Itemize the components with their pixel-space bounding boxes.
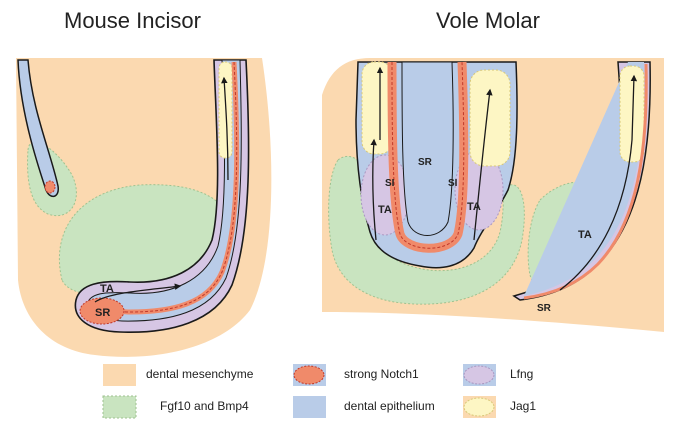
incisor-left-loop-notch (45, 181, 55, 193)
molar-si-left-label: SI (385, 178, 395, 189)
molar-sr-region (402, 62, 453, 236)
legend-swatch-fgf (103, 396, 136, 418)
incisor-ta-label: TA (100, 283, 114, 295)
molar-jag1-left (362, 62, 392, 154)
molar-jag1-right (470, 70, 510, 166)
legend-swatch-mesenchyme (103, 364, 136, 386)
molar-jag1-strand (620, 66, 644, 162)
mouse-incisor-diagram (16, 58, 271, 357)
vole-molar-diagram (322, 58, 664, 332)
incisor-sr-label: SR (95, 307, 110, 319)
molar-si-right-label: SI (448, 178, 458, 189)
molar-ta-far-label: TA (578, 229, 592, 241)
legend-swatch-epithelium (293, 396, 326, 418)
molar-sr-bottom-label: SR (537, 303, 552, 314)
molar-ta-mid-label: TA (467, 201, 481, 213)
legend-swatches (103, 364, 496, 418)
molar-sr-center-label: SR (418, 157, 433, 168)
molar-ta-left-label: TA (378, 204, 392, 216)
